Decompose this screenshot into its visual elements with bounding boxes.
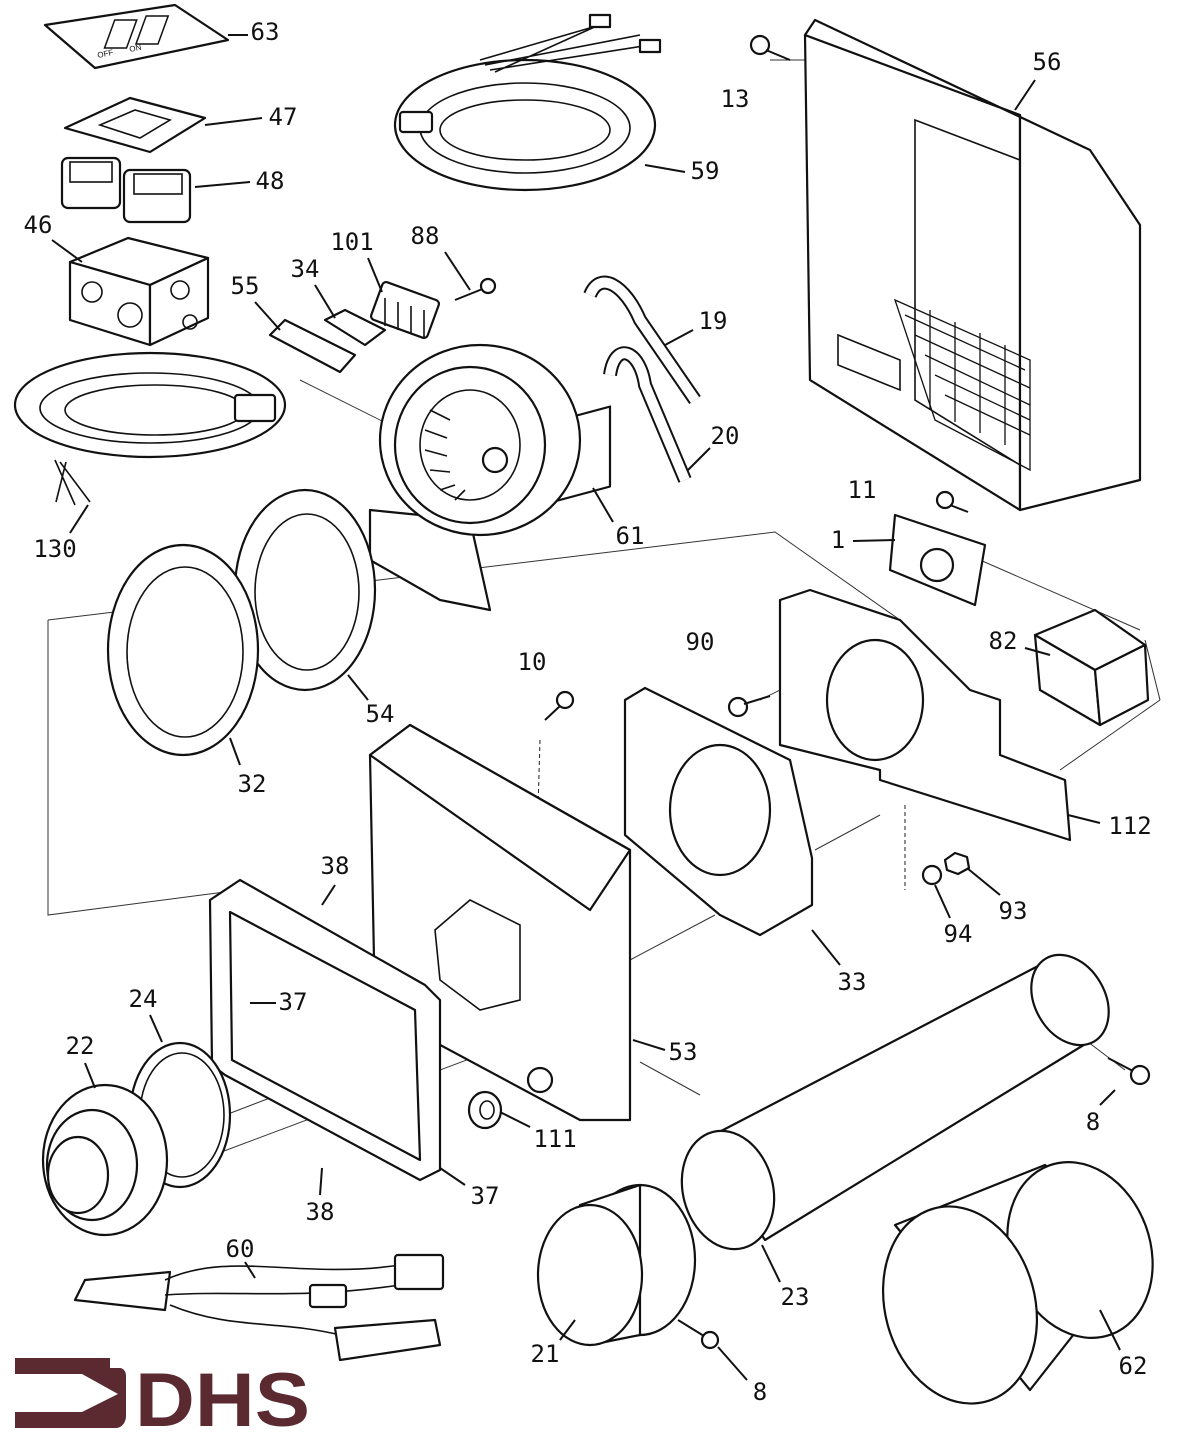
nut-93 [943, 851, 971, 876]
label-33: 33 [838, 968, 867, 996]
label-54: 54 [366, 700, 395, 728]
label-112: 112 [1108, 812, 1151, 840]
rocker-switches [60, 156, 192, 224]
screw-13 [749, 34, 791, 61]
label-94: 94 [944, 920, 973, 948]
label-130: 130 [33, 535, 76, 563]
screw-8-lower [677, 1319, 720, 1350]
logo-text: DHS [135, 1358, 310, 1443]
plate-55 [268, 318, 357, 374]
label-21: 21 [531, 1340, 560, 1368]
label-62: 62 [1119, 1352, 1148, 1380]
label-32: 32 [238, 770, 267, 798]
blower [368, 343, 612, 612]
off-label: OFF [97, 48, 115, 60]
end-cap [536, 1183, 697, 1347]
label-88: 88 [411, 222, 440, 250]
electrical-box [68, 236, 210, 347]
cable-coil [13, 351, 287, 506]
gasket-ring-32 [106, 543, 260, 757]
outer-sleeve [881, 1161, 1154, 1405]
control-box [1033, 608, 1150, 727]
pressure-switch [888, 513, 987, 607]
label-56: 56 [1033, 48, 1062, 76]
part-labels: 63 47 48 46 101 88 55 34 59 19 20 61 13 … [24, 18, 1152, 1406]
mounting-bracket [778, 588, 1072, 842]
label-101: 101 [330, 228, 373, 256]
screw-8-right [1107, 1057, 1151, 1086]
label-55: 55 [231, 272, 260, 300]
grommet [467, 1090, 503, 1130]
screw-90 [727, 695, 771, 718]
label-11: 11 [848, 476, 877, 504]
screw-11 [935, 490, 969, 513]
label-59: 59 [691, 157, 720, 185]
label-47: 47 [269, 103, 298, 131]
leader-lines [51, 34, 1121, 1381]
label-82: 82 [989, 627, 1018, 655]
label-93: 93 [999, 897, 1028, 925]
label-38: 38 [321, 852, 350, 880]
label-53: 53 [669, 1038, 698, 1066]
arrow-logo-icon [15, 1358, 126, 1428]
screw-10 [544, 690, 575, 721]
lock-washer-94 [921, 864, 943, 886]
ring-54 [233, 488, 377, 692]
wire-harness-59 [393, 13, 662, 192]
label-23: 23 [781, 1283, 810, 1311]
label-22: 22 [66, 1032, 95, 1060]
label-111: 111 [533, 1125, 576, 1153]
label-13: 13 [721, 85, 750, 113]
gasket-plate [623, 686, 814, 937]
hood [803, 18, 1142, 512]
label-61: 61 [616, 522, 645, 550]
label-46: 46 [24, 211, 53, 239]
label-38b: 38 [306, 1198, 335, 1226]
vent-cap [41, 1083, 169, 1237]
dhs-logo: DHS [15, 1358, 310, 1443]
label-48: 48 [256, 167, 285, 195]
label-19: 19 [699, 307, 728, 335]
label-10: 10 [518, 648, 547, 676]
label-1: 1 [831, 526, 845, 554]
wire-harness-60 [73, 1253, 445, 1362]
switch-bracket [63, 96, 207, 154]
label-8b: 8 [753, 1378, 767, 1406]
label-24: 24 [129, 985, 158, 1013]
label-37b: 37 [471, 1182, 500, 1210]
label-37: 37 [279, 988, 308, 1016]
screw-88 [454, 277, 497, 301]
terminal-block [369, 280, 441, 340]
label-90: 90 [686, 628, 715, 656]
frame [208, 878, 442, 1182]
label-60: 60 [226, 1235, 255, 1263]
switch-plate: OFF ON [43, 3, 230, 70]
pipe [680, 953, 1110, 1251]
label-20: 20 [711, 422, 740, 450]
label-8: 8 [1086, 1108, 1100, 1136]
gasket-34 [323, 308, 387, 347]
label-34: 34 [291, 255, 320, 283]
on-label: ON [129, 43, 143, 54]
label-63: 63 [251, 18, 280, 46]
